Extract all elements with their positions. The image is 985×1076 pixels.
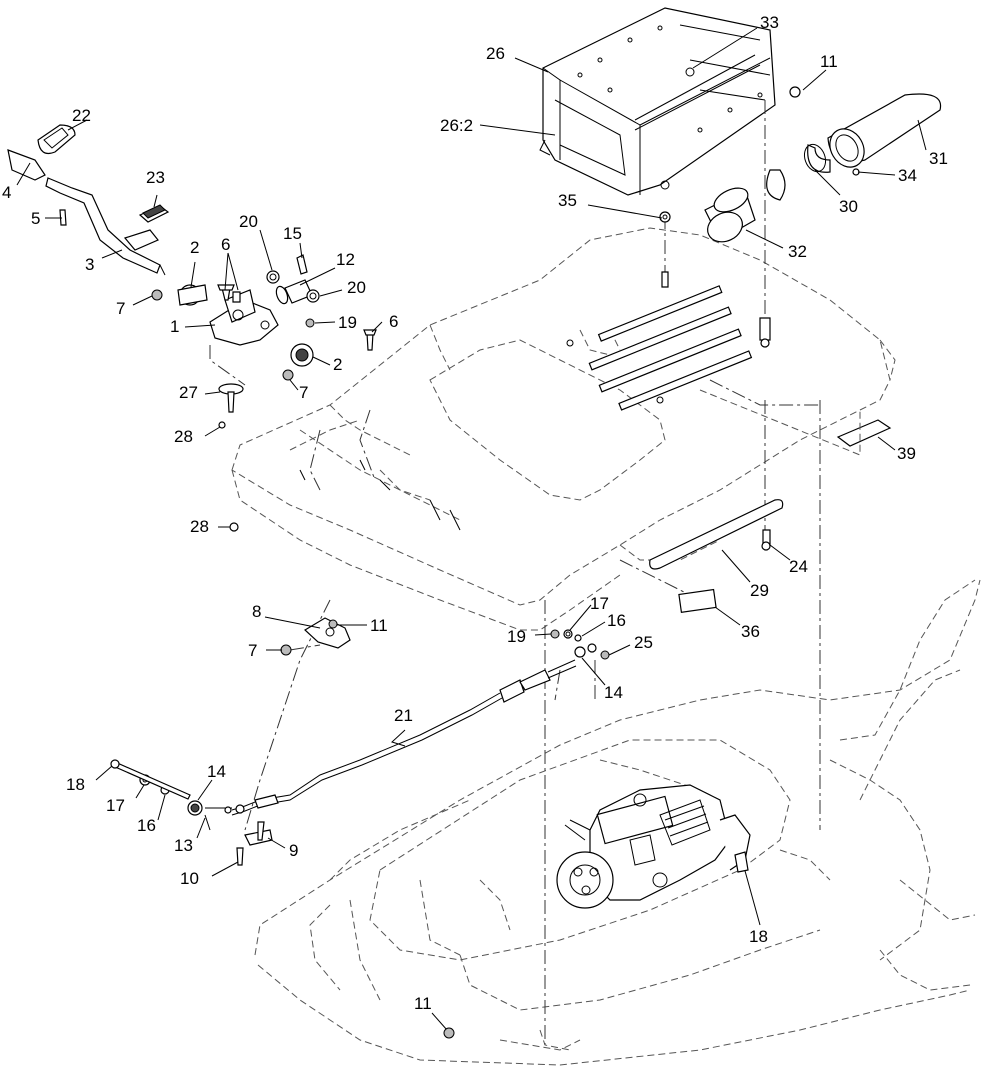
callout-4: 4 <box>2 183 12 202</box>
pump-assembly <box>556 784 751 909</box>
seat-plate-hardware <box>659 211 771 348</box>
callout-28-top: 28 <box>174 427 193 446</box>
callout-19-right: 19 <box>507 627 526 646</box>
callout-3: 3 <box>85 255 95 274</box>
callout-16-left: 16 <box>137 816 156 835</box>
callout-32: 32 <box>788 242 807 261</box>
callout-30: 30 <box>839 197 858 216</box>
callout-10: 10 <box>180 869 199 888</box>
callout-19-top: 19 <box>338 313 357 332</box>
callout-28-bottom: 28 <box>190 517 209 536</box>
seat-box <box>539 7 776 196</box>
callout-31: 31 <box>929 149 948 168</box>
callout-8: 8 <box>252 602 262 621</box>
callout-7-left: 7 <box>116 299 126 318</box>
cup-holder <box>704 86 942 243</box>
callout-6-top: 6 <box>221 235 231 254</box>
callout-16-right: 16 <box>607 611 626 630</box>
callout-18-right: 18 <box>749 927 768 946</box>
callout-6-right: 6 <box>389 312 399 331</box>
strap-29 <box>649 499 784 570</box>
callout-12: 12 <box>336 250 355 269</box>
callout-14-left: 14 <box>207 762 226 781</box>
callout-5: 5 <box>31 209 41 228</box>
leader-lines <box>16 27 927 1031</box>
callout-35: 35 <box>558 191 577 210</box>
decal-39 <box>836 419 892 447</box>
callout-17-right: 17 <box>590 594 609 613</box>
footrest-plate <box>231 227 896 631</box>
callout-18-left: 18 <box>66 775 85 794</box>
callout-25: 25 <box>634 633 653 652</box>
callout-24: 24 <box>789 557 808 576</box>
callout-26: 26 <box>486 44 505 63</box>
nut-11-lower <box>443 1027 455 1039</box>
cable-assembly <box>110 617 610 866</box>
callout-20-right: 20 <box>347 278 366 297</box>
callout-15: 15 <box>283 224 302 243</box>
callout-34: 34 <box>898 166 917 185</box>
callout-26-2: 26:2 <box>440 116 474 135</box>
callout-21: 21 <box>394 706 413 725</box>
callout-11-top: 11 <box>820 52 838 71</box>
callout-17-left: 17 <box>106 796 125 815</box>
callout-33: 33 <box>760 13 779 32</box>
callout-29: 29 <box>750 581 769 600</box>
decal-36 <box>678 588 717 613</box>
callout-9: 9 <box>289 841 299 860</box>
callout-20-top: 20 <box>239 212 258 231</box>
callout-2-top: 2 <box>190 238 200 257</box>
callout-2-bottom: 2 <box>333 355 343 374</box>
chassis-frame <box>254 579 981 1066</box>
callout-7-bracket: 7 <box>248 641 258 660</box>
callout-11-mid: 11 <box>370 616 388 635</box>
callout-14-right: 14 <box>604 683 623 702</box>
bolt-18-right <box>734 851 749 873</box>
callout-23: 23 <box>146 168 165 187</box>
callout-27: 27 <box>179 383 198 402</box>
callout-11-bottom: 11 <box>414 994 432 1013</box>
callout-39: 39 <box>897 444 916 463</box>
callout-36: 36 <box>741 622 760 641</box>
pedal-linkage <box>7 124 377 532</box>
callout-1: 1 <box>170 317 180 336</box>
callout-22: 22 <box>72 106 91 125</box>
callout-13: 13 <box>174 836 193 855</box>
callout-7-mid: 7 <box>299 383 309 402</box>
